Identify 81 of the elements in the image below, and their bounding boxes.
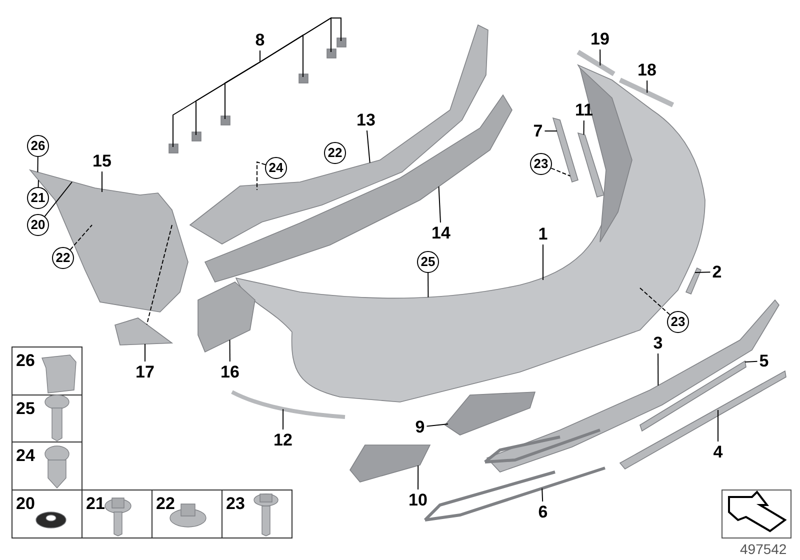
leader-line (428, 272, 429, 298)
leader-line (694, 272, 711, 273)
leader-line (426, 424, 448, 427)
callout-number: 15 (92, 152, 112, 170)
callout-number: 22 (156, 495, 175, 512)
callout-number: 2 (711, 262, 723, 282)
drawing-number: 497542 (740, 541, 787, 558)
assembly-line (146, 224, 172, 325)
sensor-holder-part (198, 282, 256, 353)
callout-number: 6 (537, 502, 549, 522)
callout-number: 4 (712, 442, 724, 462)
leader-line (38, 180, 39, 188)
callout-number: 20 (27, 214, 49, 236)
callout-number: 10 (408, 490, 428, 510)
trim-strip-part (577, 132, 604, 198)
callout-number: 16 (220, 362, 240, 382)
callout-number: 9 (414, 418, 426, 436)
bracket-part (114, 318, 174, 346)
leader-line (600, 49, 601, 66)
callout-number: 14 (430, 224, 452, 242)
clip-part (220, 116, 230, 126)
leader-line (144, 344, 146, 362)
clip-part (298, 74, 308, 84)
clip-part (326, 48, 336, 58)
leader-line (256, 161, 266, 190)
callout-number: 26 (27, 135, 49, 157)
leader-line (366, 130, 370, 164)
callout-number: 13 (356, 110, 376, 130)
callout-number: 26 (16, 352, 35, 369)
callout-number: 19 (590, 30, 610, 48)
callout-number: 17 (134, 362, 156, 382)
leader-line (542, 488, 544, 502)
trim-strip-part (552, 117, 578, 183)
leader-line (70, 224, 92, 250)
callout-number: 22 (52, 247, 74, 269)
leader-line (44, 182, 72, 217)
clip-part (336, 38, 346, 48)
trim-strip-part (231, 390, 346, 419)
trim-strip-part (618, 78, 674, 108)
leader-line (282, 408, 284, 430)
callout-number: 12 (272, 430, 294, 450)
leader-line (550, 168, 571, 176)
exhaust-tip-part (350, 444, 431, 482)
side-bracket-part (28, 169, 188, 312)
leader-line (640, 288, 670, 316)
callout-number: 25 (16, 400, 35, 417)
leader-line (418, 465, 419, 490)
leader-line (229, 339, 230, 362)
callout-number: 18 (636, 60, 658, 80)
callout-number: 25 (417, 251, 439, 273)
leader-line (37, 156, 38, 173)
reflector-part (685, 267, 702, 295)
leader-line (646, 80, 648, 94)
clip-part (168, 144, 178, 154)
clip-part (192, 132, 202, 142)
callout-number: 21 (27, 187, 49, 209)
exhaust-tip-part (444, 392, 536, 436)
callout-number: 24 (16, 447, 35, 464)
callout-number: 23 (530, 153, 552, 175)
leader-line (583, 120, 584, 136)
trim-strip-part (576, 50, 616, 76)
leader-line (438, 186, 441, 223)
callout-number: 11 (574, 100, 594, 120)
callout-number: 3 (652, 334, 664, 352)
leader-line (744, 360, 758, 362)
trim-strip-part (640, 360, 746, 432)
callout-number: 5 (758, 352, 770, 370)
bumper-carrier-part (189, 24, 488, 244)
callout-number: 1 (537, 224, 549, 244)
callout-number: 20 (16, 495, 35, 512)
leader-line (542, 244, 544, 280)
leader-line (544, 130, 558, 132)
leader-line (658, 353, 659, 386)
callout-number: 23 (226, 495, 245, 512)
callout-number: 24 (265, 157, 287, 179)
callout-number: 22 (324, 142, 346, 164)
bumper-carrier-part (204, 94, 512, 282)
callout-number: 8 (254, 30, 266, 50)
callout-number: 23 (667, 311, 689, 333)
callout-number: 21 (86, 495, 105, 512)
callout-number: 7 (532, 122, 544, 140)
